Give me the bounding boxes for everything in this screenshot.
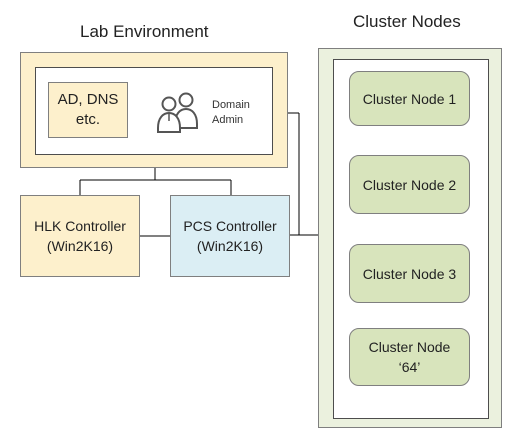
cluster-node-64: Cluster Node ‘64’ [349,328,470,386]
cluster-node-2: Cluster Node 2 [349,155,470,214]
lab-environment-title: Lab Environment [80,22,209,41]
lab-environment-box: AD, DNS etc. Domain Admin [20,52,288,168]
lab-inner-panel: AD, DNS etc. Domain Admin [35,67,273,155]
ad-dns-box: AD, DNS etc. [48,82,128,138]
hlk-controller-box: HLK Controller (Win2K16) [20,195,140,277]
cluster-nodes-title: Cluster Nodes [353,12,461,31]
domain-admin-label: Domain Admin [212,99,250,126]
pcs-controller-box: PCS Controller (Win2K16) [170,195,290,277]
cluster-node-3: Cluster Node 3 [349,244,470,303]
users-icon [157,92,198,133]
cluster-node-1: Cluster Node 1 [349,71,470,126]
